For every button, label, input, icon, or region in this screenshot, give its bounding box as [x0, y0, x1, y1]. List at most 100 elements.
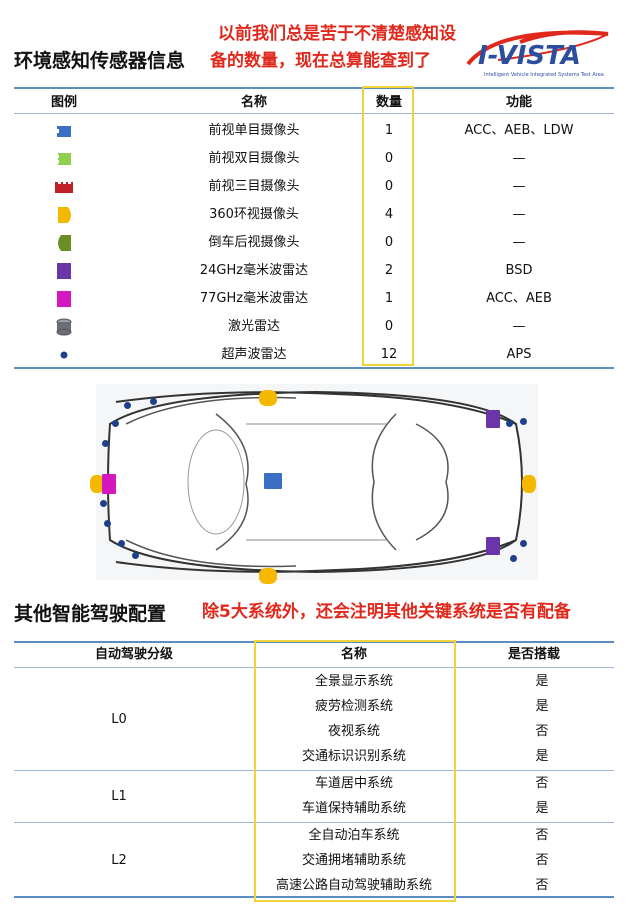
surround-camera-icon — [14, 201, 114, 229]
logo-text: I-VISTA — [478, 41, 581, 71]
ultrasonic-radar-icon — [520, 540, 527, 547]
ultrasonic-radar-icon — [506, 420, 513, 427]
sensor-count: 0 — [384, 179, 394, 194]
ultrasonic-radar-icon — [102, 440, 109, 447]
system-name: 交通拥堵辅助系统 — [301, 853, 406, 868]
col-header-level: 自动驾驶分级 — [94, 647, 173, 662]
car-sensor-diagram — [96, 384, 538, 580]
equipped-value: 是 — [535, 801, 549, 816]
level-label: L1 — [111, 788, 127, 804]
ultrasonic-radar-icon — [104, 520, 111, 527]
count-highlight-box — [362, 86, 414, 366]
ultrasonic-radar-icon — [112, 420, 119, 427]
ultrasonic-radar-icon — [510, 555, 517, 562]
ultrasonic-radar-icon — [100, 500, 107, 507]
logo-subtext: Intelligent Vehicle Integrated Systems T… — [484, 72, 604, 78]
equipped-value: 否 — [535, 828, 549, 843]
system-name: 高速公路自动驾驶辅助系统 — [275, 878, 432, 893]
equipped-value: 是 — [535, 749, 549, 764]
table2-header-rule — [14, 667, 614, 668]
ultrasonic-radar-icon — [150, 398, 157, 405]
surround-camera-icon — [522, 475, 536, 493]
sensor-count: 0 — [384, 151, 394, 166]
equipped-value: 否 — [535, 853, 549, 868]
sensor-name: 24GHz毫米波雷达 — [199, 263, 309, 278]
mmwave-radar-77-icon — [14, 285, 114, 313]
section-title-other-config: 其他智能驾驶配置 — [14, 603, 167, 625]
col-header-count: 数量 — [375, 95, 402, 110]
table-row: 77GHz毫米波雷达 1 ACC、AEB — [14, 285, 614, 313]
red-annotation-section2: 除5大系统外，还会注明其他关键系统是否有配备 — [202, 602, 571, 622]
sensor-count: 12 — [380, 347, 398, 362]
mmwave-radar-24-icon — [14, 257, 114, 285]
col-header-name: 名称 — [240, 95, 267, 110]
ultrasonic-radar-icon — [118, 540, 125, 547]
lidar-icon — [14, 313, 114, 341]
surround-camera-icon — [90, 475, 104, 493]
section-title-sensors: 环境感知传感器信息 — [14, 50, 186, 72]
level-label: L2 — [111, 853, 127, 868]
rear-camera-icon — [14, 229, 114, 257]
col-header-system-name: 名称 — [340, 647, 367, 662]
mmwave-radar-24-icon — [486, 537, 500, 555]
table-header-rule — [14, 113, 614, 114]
group-divider — [14, 822, 614, 823]
table2-bottom-rule — [14, 896, 614, 898]
sensor-function: — — [512, 151, 526, 166]
name-highlight-box — [254, 640, 456, 902]
sensor-count: 0 — [384, 235, 394, 250]
equipped-value: 是 — [535, 699, 549, 714]
sensor-function: — — [512, 179, 526, 194]
sensor-name: 前视单目摄像头 — [208, 123, 300, 138]
equipped-value: 否 — [535, 724, 549, 739]
ivista-logo: I-VISTA Intelligent Vehicle Integrated S… — [458, 20, 620, 80]
sensor-name: 前视三目摄像头 — [208, 179, 300, 194]
sensor-name: 77GHz毫米波雷达 — [199, 291, 309, 306]
sensor-count: 0 — [384, 319, 394, 334]
table-row: 倒车后视摄像头 0 — — [14, 229, 614, 257]
front-mono-camera-icon — [264, 473, 282, 489]
red-annotation-line2: 备的数量，现在总算能查到了 — [210, 51, 431, 71]
front-mono-camera-icon — [14, 117, 114, 145]
col-header-function: 功能 — [505, 95, 532, 110]
sensor-count: 1 — [384, 291, 394, 306]
system-name: 疲劳检测系统 — [314, 699, 393, 714]
system-name: 车道居中系统 — [314, 776, 393, 791]
sensor-name: 激光雷达 — [227, 319, 280, 334]
ultrasonic-radar-icon — [14, 341, 114, 369]
sensor-name: 倒车后视摄像头 — [208, 235, 300, 250]
mmwave-radar-24-icon — [486, 410, 500, 428]
sensor-function: — — [512, 235, 526, 250]
front-tri-camera-icon — [14, 173, 114, 201]
equipped-value: 否 — [535, 776, 549, 791]
system-name: 车道保持辅助系统 — [301, 801, 406, 816]
col-header-equipped: 是否搭载 — [507, 647, 560, 662]
ultrasonic-radar-icon — [520, 418, 527, 425]
table-bottom-rule — [14, 367, 614, 369]
sensor-name: 超声波雷达 — [221, 347, 287, 362]
sensor-name: 360环视摄像头 — [209, 207, 299, 222]
table2-top-rule — [14, 641, 614, 643]
front-stereo-camera-icon — [14, 145, 114, 173]
table-row: 前视三目摄像头 0 — — [14, 173, 614, 201]
mmwave-radar-77-icon — [102, 474, 116, 494]
system-name: 夜视系统 — [327, 724, 380, 739]
table-row: 激光雷达 0 — — [14, 313, 614, 341]
equipped-value: 是 — [535, 674, 549, 689]
sensor-function: APS — [506, 347, 532, 362]
ultrasonic-radar-icon — [132, 552, 139, 559]
sensor-count: 2 — [384, 263, 394, 278]
sensor-function: — — [512, 319, 526, 334]
group-divider — [14, 770, 614, 771]
sensor-count: 1 — [384, 123, 394, 138]
sensor-function: — — [512, 207, 526, 222]
system-name: 交通标识识别系统 — [301, 749, 406, 764]
table-row: 超声波雷达 12 APS — [14, 341, 614, 369]
col-header-legend: 图例 — [50, 95, 77, 110]
red-annotation-line1: 以前我们总是苦于不清楚感知设 — [218, 24, 456, 44]
sensor-function: ACC、AEB — [486, 291, 552, 306]
table-top-rule — [14, 87, 614, 89]
